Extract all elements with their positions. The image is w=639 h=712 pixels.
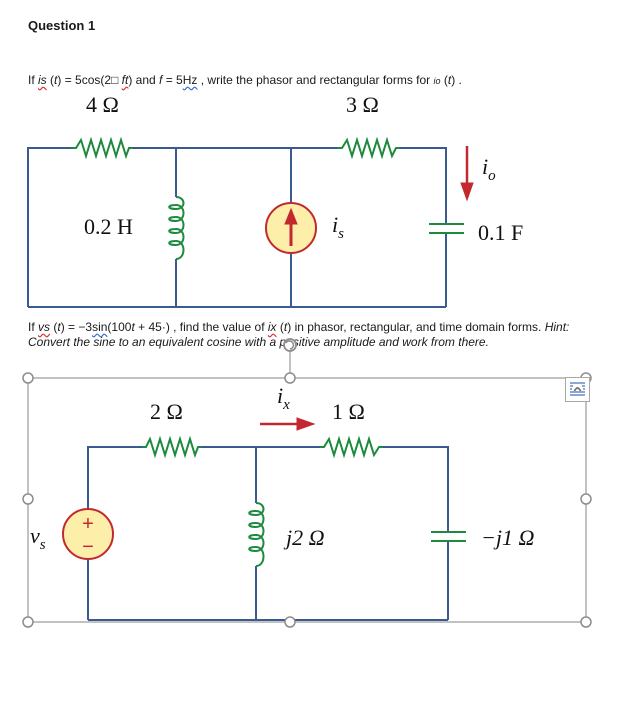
var-ft: ft — [121, 73, 129, 87]
label-sub: s — [40, 537, 46, 553]
label-sub: o — [488, 168, 496, 184]
resize-handle-bottom-middle[interactable] — [284, 616, 296, 628]
layout-options-button[interactable] — [565, 377, 590, 402]
question-title: Question 1 — [28, 18, 96, 33]
func-sin: sin — [92, 320, 108, 334]
var-vs: vs — [38, 320, 51, 334]
voltage-source — [62, 508, 114, 560]
inductor-j2-ohm — [248, 502, 265, 567]
text-segment: + 45 — [134, 320, 162, 334]
text-segment: ( — [50, 320, 58, 334]
voltage-source-plus: + — [82, 513, 94, 535]
var-t: t — [57, 320, 61, 334]
text-segment: ) = −3 — [60, 320, 93, 334]
current-source-arrow-head — [284, 207, 298, 225]
label-sub: s — [338, 226, 344, 242]
rotate-arrow — [285, 340, 295, 350]
capacitor-label: −j1 Ω — [481, 525, 534, 550]
resistor-3-ohm — [337, 136, 400, 160]
text-segment: , write the phasor and rectangular forms… — [197, 73, 434, 87]
text-segment: ) . — [451, 73, 462, 87]
text-segment: ( — [276, 320, 284, 334]
hint-text: Hint: Convert the sine to an equivalent … — [28, 320, 570, 349]
text-segment: If — [28, 73, 39, 87]
label-main: i — [482, 154, 488, 179]
io-arrow-head — [460, 182, 474, 202]
resize-handle-bottom-left[interactable] — [22, 616, 34, 628]
source-label-is: is — [332, 212, 344, 242]
var-t: t — [283, 320, 288, 334]
text-segment: ) in phasor, rectangular, and time domai… — [287, 320, 545, 334]
source-label-vs: vs — [30, 523, 46, 553]
wire-top-right — [383, 446, 449, 532]
capacitor-label: 0.1 F — [478, 220, 523, 245]
current-label-io: io — [482, 154, 496, 184]
inductor-0-2h — [168, 196, 185, 260]
var-t: t — [54, 73, 58, 87]
degree-glyph: · — [161, 320, 166, 334]
resistor-1-ohm-label: 1 Ω — [332, 399, 365, 424]
label-main: i — [277, 383, 283, 408]
text-segment: ) = 5cos(2 — [57, 73, 112, 87]
problem-2-text: If vs (t) = −3sin(100t + 45·) , find the… — [28, 320, 588, 349]
resize-handle-bottom-right[interactable] — [580, 616, 592, 628]
circuit-1: 4 Ω 3 Ω 0.2 H is 0.1 F io — [27, 92, 523, 308]
voltage-source-minus: − — [82, 536, 94, 558]
var-t: t — [131, 320, 135, 334]
resize-handle-middle-right[interactable] — [580, 493, 592, 505]
resistor-3-ohm-label: 3 Ω — [346, 92, 379, 117]
missing-pi-glyph: □ — [111, 73, 119, 87]
resistor-2-ohm — [142, 435, 201, 459]
rotate-handle[interactable] — [283, 338, 297, 352]
current-label-ix: ix — [277, 383, 290, 413]
resistor-4-ohm — [71, 136, 133, 160]
ix-arrow-head — [296, 417, 316, 431]
wire-top-left — [27, 147, 71, 307]
text-segment: ( — [46, 73, 55, 87]
unit-hz: Hz — [182, 73, 198, 87]
image-selection-frame[interactable] — [27, 377, 587, 623]
resistor-2-ohm-label: 2 Ω — [150, 399, 183, 424]
wire-source-top — [87, 446, 142, 509]
resize-handle-top-left[interactable] — [22, 372, 34, 384]
resistor-1-ohm — [320, 435, 383, 459]
var-io: io — [433, 76, 441, 86]
label-sub: x — [282, 397, 290, 413]
inductor-label: j2 Ω — [283, 525, 325, 550]
text-segment: ) , find the value of — [165, 320, 268, 334]
var-ix: ix — [267, 320, 277, 334]
text-wrap-icon — [570, 382, 585, 396]
var-is: is — [38, 73, 47, 87]
text-segment: ( — [440, 73, 448, 87]
text-segment: = 5 — [162, 73, 183, 87]
var-t: t — [447, 73, 452, 87]
label-main: v — [30, 523, 40, 548]
text-segment: (100 — [107, 320, 132, 334]
resistor-4-ohm-label: 4 Ω — [86, 92, 119, 117]
text-segment: ) and — [128, 73, 160, 87]
resize-handle-top-middle[interactable] — [284, 372, 296, 384]
label-main: i — [332, 212, 338, 237]
inductor-label: 0.2 H — [84, 214, 133, 239]
resize-handle-middle-left[interactable] — [22, 493, 34, 505]
text-segment: If — [28, 320, 39, 334]
var-f: f — [159, 73, 163, 87]
wire-top-right — [400, 147, 447, 224]
problem-1-text: If is (t) = 5cos(2□ ft) and f = 5Hz , wr… — [28, 73, 628, 89]
circuit-2: 2 Ω 1 Ω ix + − vs j2 Ω −j1 Ω — [22, 338, 592, 628]
